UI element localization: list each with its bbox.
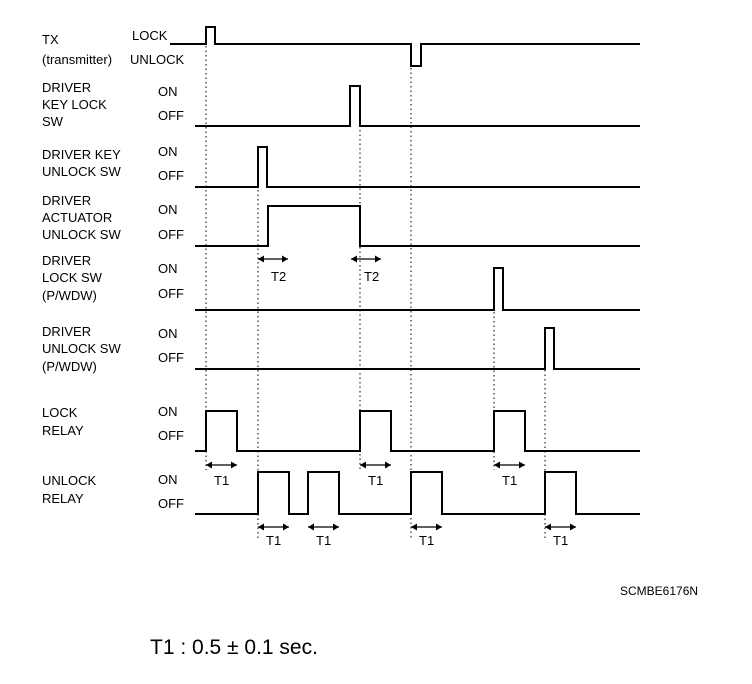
actuator-sw-on-label: ON — [158, 202, 178, 217]
t1-marker-unlock-3: T1 — [411, 523, 442, 548]
t2-marker-1: T2 — [258, 255, 288, 284]
unlock-relay-label-line2: RELAY — [42, 491, 84, 506]
pwdw-lock-sw-off-label: OFF — [158, 286, 184, 301]
key-lock-sw-label-line2: KEY LOCK — [42, 97, 107, 112]
tx-lock-label: LOCK — [132, 28, 168, 43]
tx-waveform — [170, 26, 640, 67]
tx-label-line1: TX — [42, 32, 59, 47]
footnote-t1: T1 : 0.5 ± 0.1 sec. — [150, 636, 318, 659]
t1-label-unlock-4: T1 — [553, 533, 568, 548]
signal-labels: TX (transmitter) LOCK UNLOCK DRIVER KEY … — [42, 28, 185, 511]
t1-label-unlock-3: T1 — [419, 533, 434, 548]
pwdw-unlock-sw-waveform — [195, 327, 640, 370]
t1-marker-unlock-1: T1 — [258, 523, 289, 548]
tx-unlock-label: UNLOCK — [130, 52, 185, 67]
t2-marker-2: T2 — [351, 255, 381, 284]
actuator-sw-label-line1: DRIVER — [42, 193, 91, 208]
t1-label-lock-1: T1 — [214, 473, 229, 488]
pwdw-unlock-sw-label-line2: UNLOCK SW — [42, 341, 121, 356]
actuator-sw-off-label: OFF — [158, 227, 184, 242]
key-unlock-sw-label-line2: UNLOCK SW — [42, 164, 121, 179]
lock-relay-waveform — [195, 410, 640, 452]
pwdw-lock-sw-label-line3: (P/WDW) — [42, 288, 97, 303]
waveforms — [170, 26, 640, 515]
tx-label-line2: (transmitter) — [42, 52, 112, 67]
t1-marker-lock-3: T1 — [494, 461, 525, 488]
t1-marker-lock-1: T1 — [206, 461, 237, 488]
t1-marker-unlock-4: T1 — [545, 523, 576, 548]
lock-relay-off-label: OFF — [158, 428, 184, 443]
actuator-sw-label-line3: UNLOCK SW — [42, 227, 121, 242]
key-lock-sw-off-label: OFF — [158, 108, 184, 123]
t1-label-unlock-2: T1 — [316, 533, 331, 548]
actuator-sw-waveform — [195, 205, 640, 247]
key-unlock-sw-label-line1: DRIVER KEY — [42, 147, 121, 162]
pwdw-lock-sw-label-line2: LOCK SW — [42, 270, 103, 285]
key-lock-sw-label-line1: DRIVER — [42, 80, 91, 95]
t1-label-lock-3: T1 — [502, 473, 517, 488]
lock-relay-label-line1: LOCK — [42, 405, 78, 420]
key-lock-sw-waveform — [195, 85, 640, 127]
unlock-relay-off-label: OFF — [158, 496, 184, 511]
key-lock-sw-on-label: ON — [158, 84, 178, 99]
unlock-relay-label-line1: UNLOCK — [42, 473, 97, 488]
t1-marker-unlock-2: T1 — [308, 523, 339, 548]
t1-label-lock-2: T1 — [368, 473, 383, 488]
unlock-relay-waveform — [195, 471, 640, 515]
key-unlock-sw-on-label: ON — [158, 144, 178, 159]
t1-marker-lock-2: T1 — [360, 461, 391, 488]
timing-markers: T2 T2 T1 T1 T1 T1 — [206, 255, 576, 548]
pwdw-lock-sw-waveform — [195, 267, 640, 311]
key-lock-sw-label-line3: SW — [42, 114, 64, 129]
unlock-relay-on-label: ON — [158, 472, 178, 487]
pwdw-unlock-sw-label-line3: (P/WDW) — [42, 359, 97, 374]
pwdw-unlock-sw-label-line1: DRIVER — [42, 324, 91, 339]
t1-label-unlock-1: T1 — [266, 533, 281, 548]
pwdw-lock-sw-label-line1: DRIVER — [42, 253, 91, 268]
figure-code: SCMBE6176N — [620, 584, 698, 598]
t2-label-1: T2 — [271, 269, 286, 284]
pwdw-unlock-sw-off-label: OFF — [158, 350, 184, 365]
key-unlock-sw-off-label: OFF — [158, 168, 184, 183]
lock-relay-label-line2: RELAY — [42, 423, 84, 438]
t2-label-2: T2 — [364, 269, 379, 284]
key-unlock-sw-waveform — [195, 146, 640, 188]
pwdw-lock-sw-on-label: ON — [158, 261, 178, 276]
lock-relay-on-label: ON — [158, 404, 178, 419]
pwdw-unlock-sw-on-label: ON — [158, 326, 178, 341]
actuator-sw-label-line2: ACTUATOR — [42, 210, 112, 225]
